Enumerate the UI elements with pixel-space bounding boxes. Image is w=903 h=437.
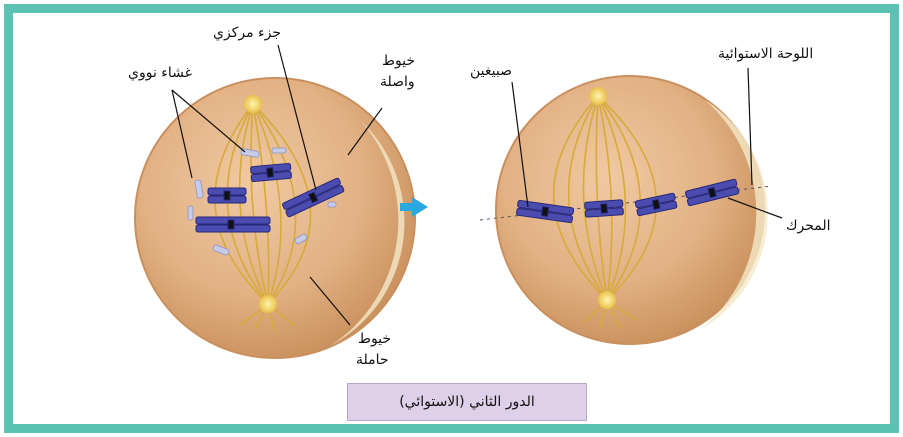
left-centrosome-top	[244, 95, 262, 113]
label-centromere: جزء مركزي	[213, 25, 281, 41]
label-kinetochore-fibers-2: واصلة	[380, 74, 415, 90]
left-centrosome-bottom	[259, 295, 277, 313]
label-kinetochore-fibers-1: خيوط	[382, 53, 415, 69]
chromosome	[585, 200, 624, 218]
right-centrosome-bottom	[598, 291, 616, 309]
label-nuclear-envelope: غشاء نووي	[128, 65, 192, 81]
chromosome	[250, 163, 291, 181]
left-cell: غشاء نووي جزء مركزي خيوط واصلة خيوط حامل…	[128, 25, 415, 368]
right-cell: صبيغين اللوحة الاستوائية المحرك	[470, 46, 831, 344]
caption-box: الدور الثاني (الاستوائي)	[347, 383, 587, 421]
label-polar-fibers-1: خيوط	[358, 331, 391, 347]
chromosome	[196, 217, 270, 232]
caption-text: الدور الثاني (الاستوائي)	[399, 394, 535, 410]
label-polar-fibers-2: حاملة	[356, 352, 389, 368]
chromosome	[208, 188, 246, 203]
right-centrosome-top	[589, 87, 607, 105]
label-kinetochore: المحرك	[786, 218, 831, 234]
label-chromatids: صبيغين	[470, 63, 512, 79]
label-metaphase-plate: اللوحة الاستوائية	[718, 46, 813, 62]
